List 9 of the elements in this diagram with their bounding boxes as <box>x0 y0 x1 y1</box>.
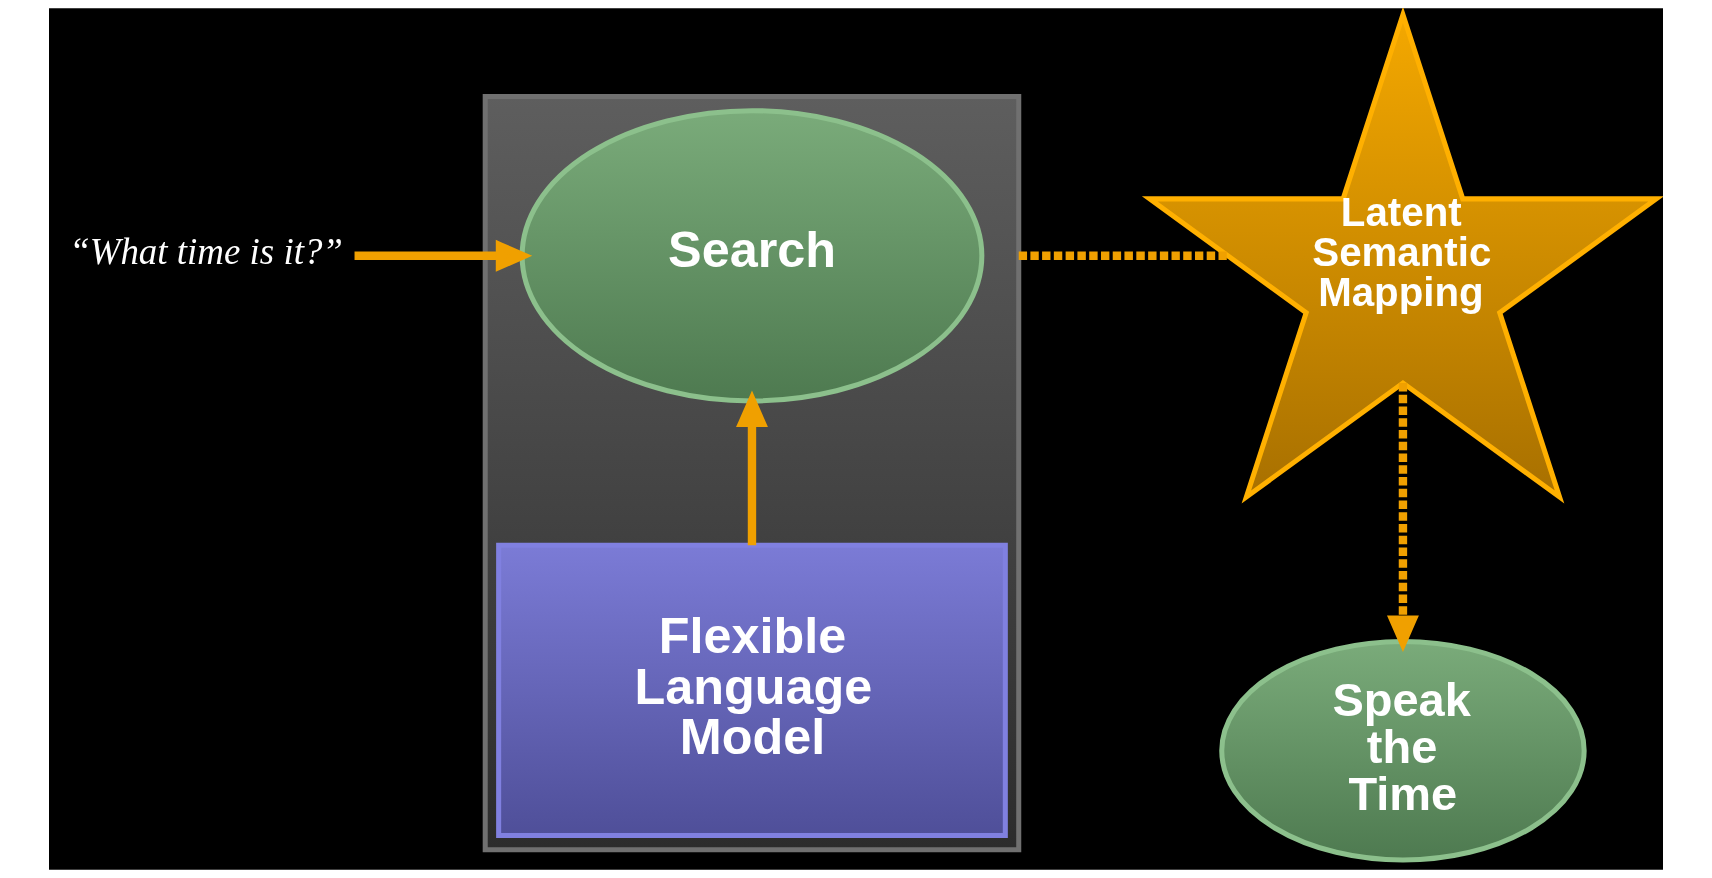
arrow <box>736 390 768 546</box>
connector <box>1018 251 1228 260</box>
node-box: Flexible Language Model <box>496 542 1008 838</box>
node-text: “What time is it?” <box>69 230 343 272</box>
node-ellipse: Search <box>519 108 985 404</box>
arrow <box>354 239 533 272</box>
node-ellipse: Speak the Time <box>1219 639 1587 863</box>
cluster <box>482 93 1022 853</box>
arrow <box>1387 383 1419 652</box>
